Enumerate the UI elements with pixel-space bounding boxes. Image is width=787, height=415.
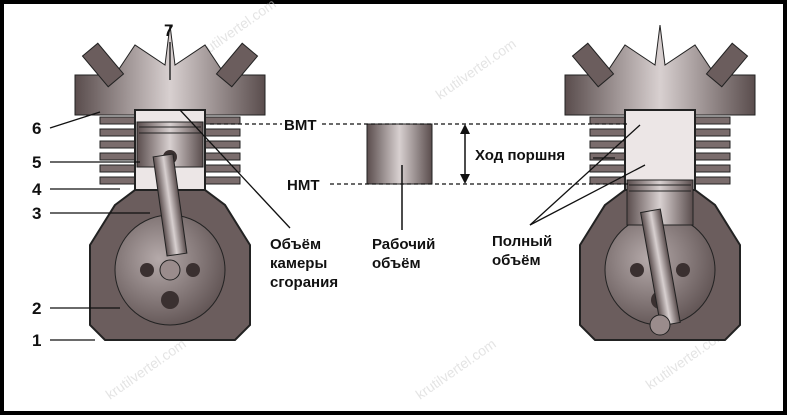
tdc-label: ВМТ xyxy=(284,117,317,134)
label-4: 4 xyxy=(32,180,42,199)
engine-tdc xyxy=(74,24,266,341)
label-2: 2 xyxy=(32,299,41,318)
working-volume-label-1: Рабочий xyxy=(372,236,435,253)
working-volume-label-2: объём xyxy=(372,255,421,272)
connecting-rod xyxy=(152,153,188,257)
label-5: 5 xyxy=(32,153,41,172)
label-6: 6 xyxy=(32,119,41,138)
bdc-label: НМТ xyxy=(287,177,320,194)
label-3: 3 xyxy=(32,204,41,223)
combustion-volume-label-2: камеры xyxy=(270,255,327,272)
label-7: 7 xyxy=(164,21,173,40)
combustion-volume-label-3: сгорания xyxy=(270,274,338,291)
working-volume-block xyxy=(366,123,433,185)
combustion-volume-label-1: Объём xyxy=(270,236,321,253)
stroke-label: Ход поршня xyxy=(475,147,565,164)
total-volume-label-2: объём xyxy=(492,252,541,269)
total-volume-label-1: Полный xyxy=(492,233,552,250)
engine-bdc xyxy=(564,24,756,341)
label-1: 1 xyxy=(32,331,41,350)
